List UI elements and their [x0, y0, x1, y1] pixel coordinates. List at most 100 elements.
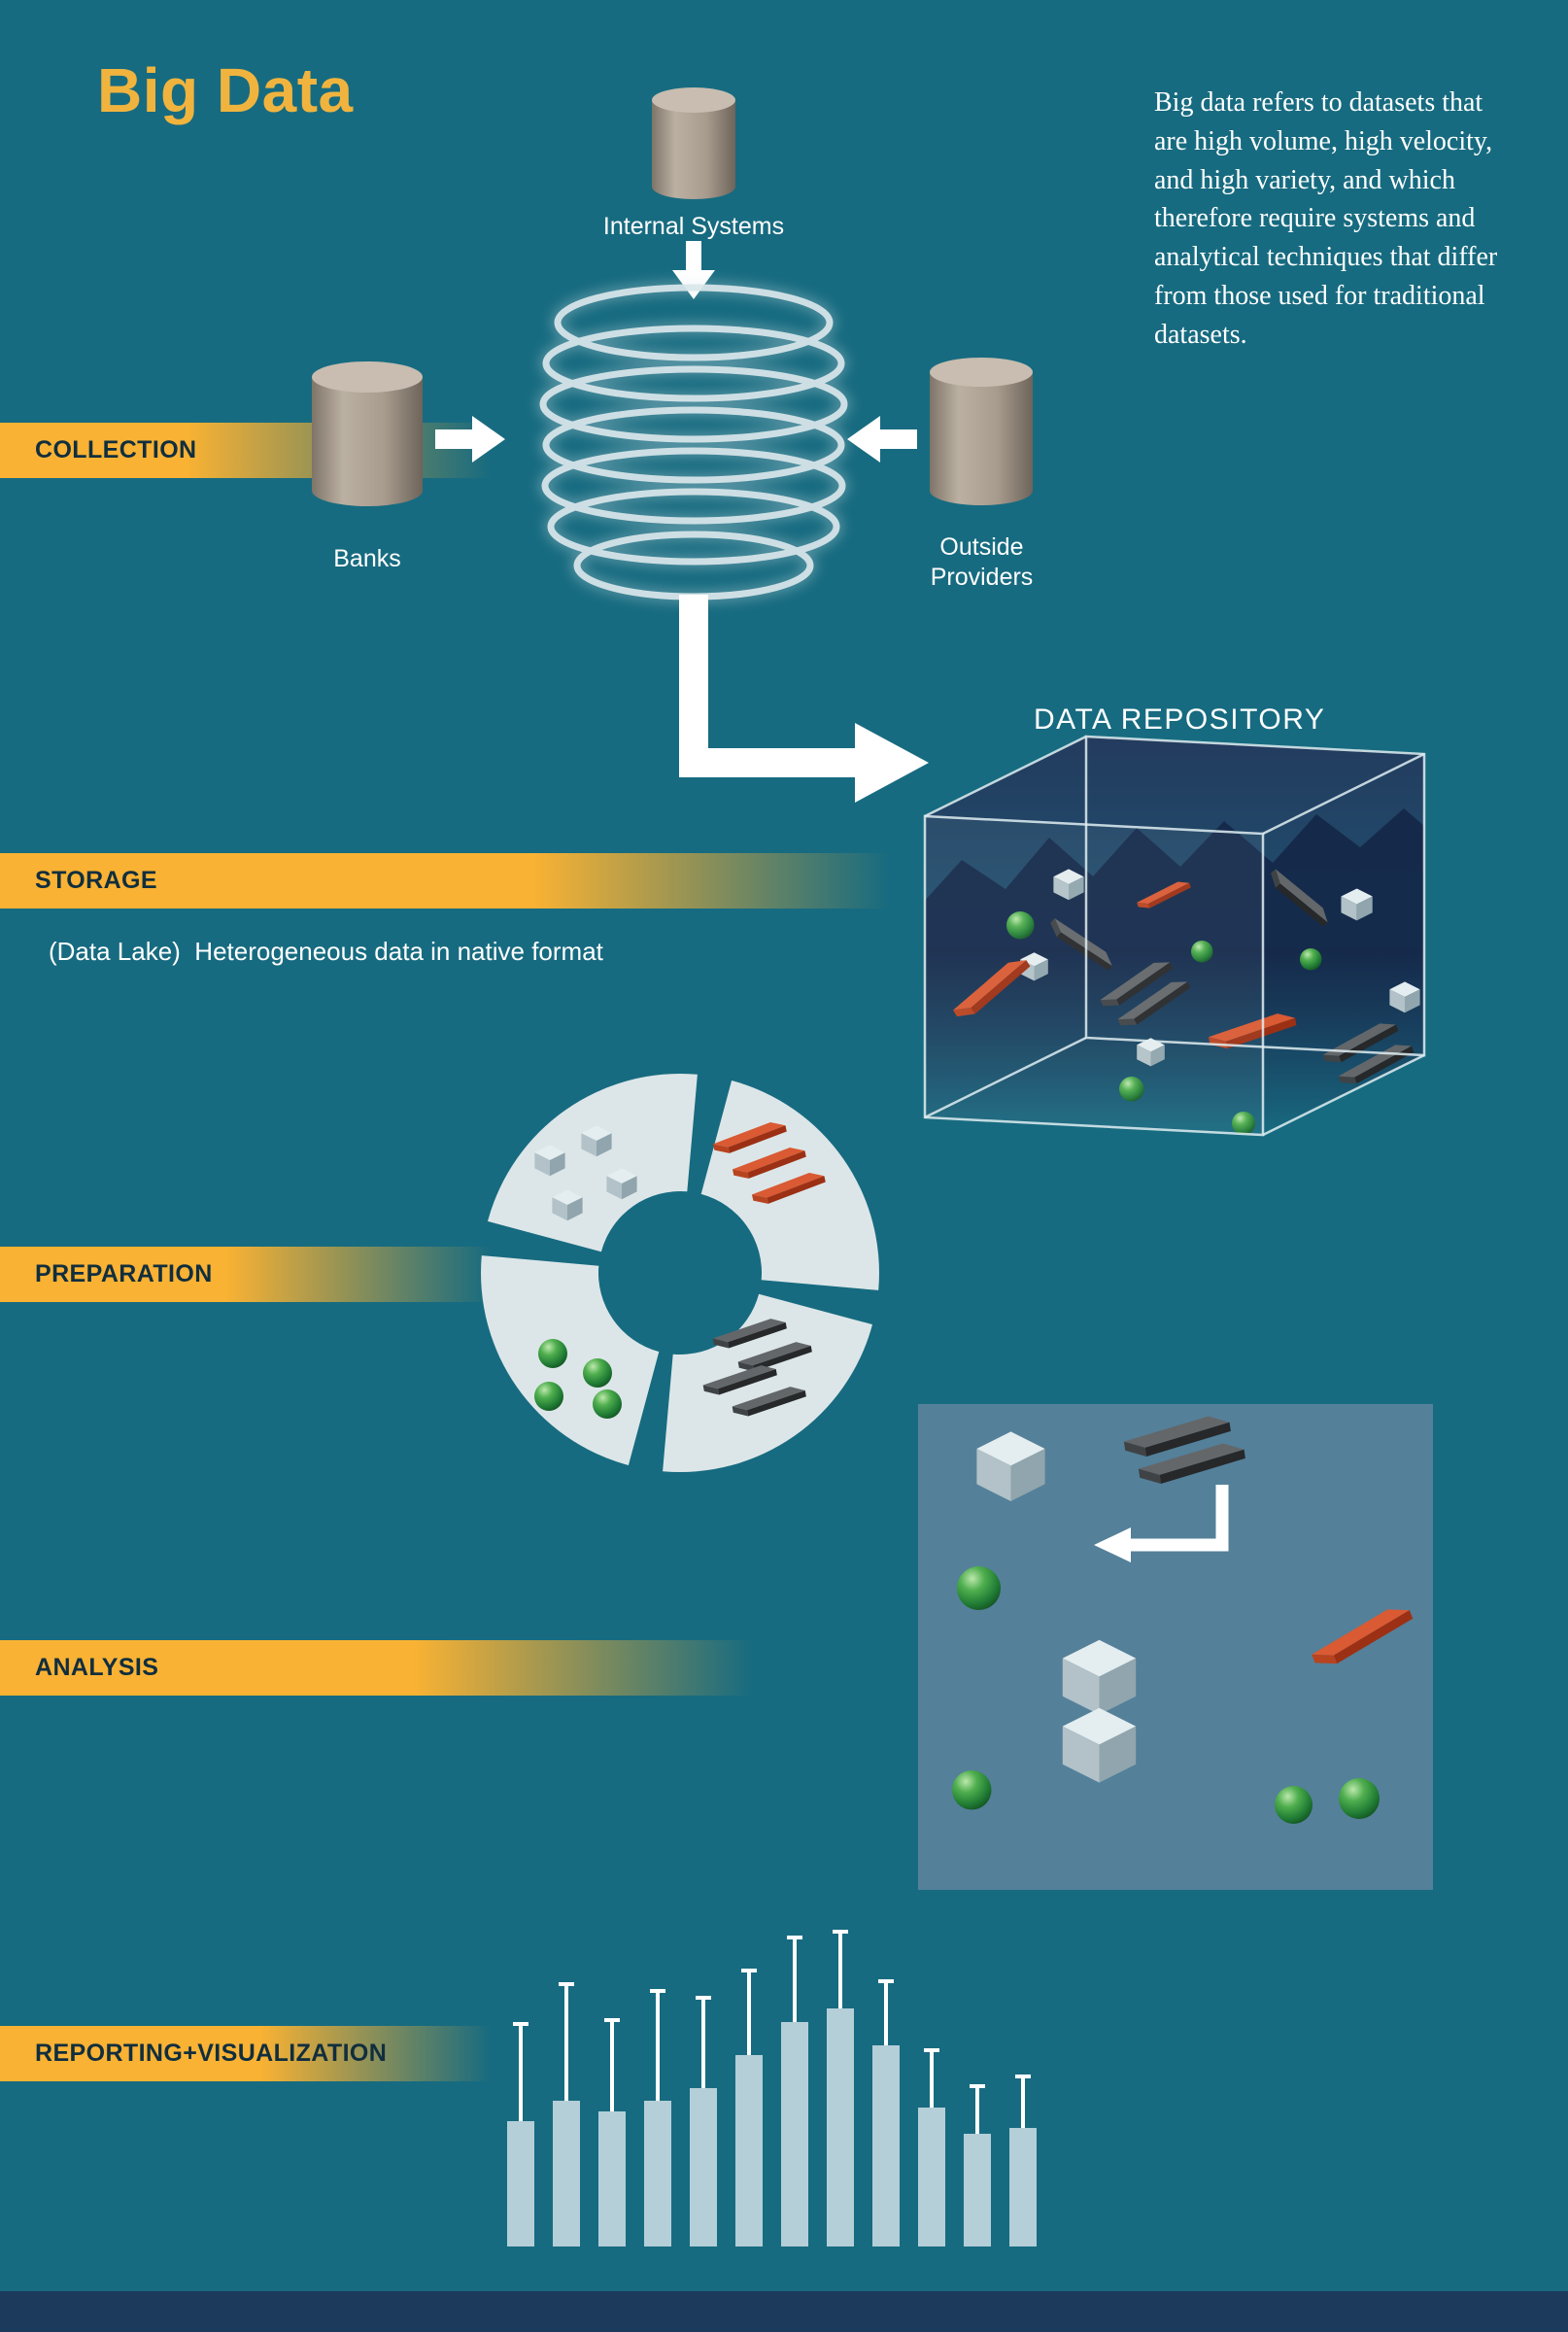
- dark-plank-icon: [1266, 863, 1333, 934]
- gray-cube-icon: [976, 1431, 1045, 1501]
- dark-plank-icon: [711, 1316, 789, 1352]
- green-sphere-icon: [583, 1358, 612, 1388]
- chart-bar-group: [735, 1969, 763, 2246]
- stage-label-storage: STORAGE: [35, 867, 157, 894]
- elbow-arrow-icon: [679, 595, 929, 803]
- reporting-chart: [507, 1929, 1037, 2246]
- chart-bar-group: [1009, 2075, 1037, 2246]
- stage-bar-preparation: PREPARATION: [0, 1247, 491, 1302]
- chart-bar: [735, 2054, 763, 2246]
- gray-cube-icon: [1341, 888, 1373, 921]
- dark-plank-icon: [701, 1362, 779, 1398]
- green-sphere-icon: [1191, 941, 1213, 963]
- red-plank-icon: [750, 1170, 828, 1207]
- chart-bar-group: [781, 1936, 808, 2246]
- chart-bar: [598, 2110, 626, 2246]
- gray-cube-icon: [581, 1125, 612, 1157]
- red-plank-icon: [1307, 1601, 1418, 1671]
- error-whisker: [747, 1969, 751, 2055]
- database-cylinder-outside-providers-icon: [930, 358, 1033, 505]
- gray-cube-icon: [552, 1189, 583, 1221]
- error-whisker: [610, 2018, 614, 2111]
- error-whisker: [975, 2084, 979, 2135]
- gray-cube-icon: [534, 1145, 565, 1177]
- chart-bar-group: [598, 2018, 626, 2246]
- green-sphere-icon: [534, 1382, 563, 1411]
- data-repository-label: DATA REPOSITORY: [1034, 703, 1326, 736]
- green-sphere-icon: [1300, 948, 1322, 971]
- green-sphere-icon: [1232, 1112, 1255, 1135]
- error-whisker: [884, 1978, 888, 2045]
- chart-bar: [918, 2108, 945, 2246]
- green-sphere-icon: [1339, 1778, 1380, 1819]
- green-sphere-icon: [593, 1389, 622, 1419]
- stage-label-preparation: PREPARATION: [35, 1260, 213, 1287]
- analysis-panel: [918, 1404, 1433, 1890]
- data-repository-cube-icon: [923, 735, 1426, 1137]
- analysis-merge-arrow-icon: [1127, 1485, 1229, 1552]
- stage-bar-storage: STORAGE: [0, 853, 889, 909]
- gray-cube-icon: [1062, 1707, 1137, 1783]
- chart-bar: [1009, 2127, 1037, 2246]
- chart-bar-group: [644, 1988, 671, 2246]
- chart-bar-group: [690, 1995, 717, 2246]
- chart-bar-group: [918, 2048, 945, 2246]
- dark-plank-icon: [736, 1339, 814, 1375]
- banks-label: Banks: [333, 545, 401, 572]
- gray-cube-icon: [1137, 1038, 1165, 1067]
- chart-bar-group: [827, 1929, 854, 2246]
- gray-cube-icon: [1389, 981, 1420, 1013]
- outside-providers-label: Outside Providers: [930, 533, 1034, 592]
- dark-plank-icon: [1335, 1040, 1417, 1089]
- chart-bar: [507, 2120, 534, 2246]
- data-lake-caption: (Data Lake) Heterogeneous data in native…: [49, 937, 603, 966]
- dark-plank-icon: [1137, 1440, 1247, 1487]
- error-whisker: [930, 2048, 934, 2109]
- chart-bar: [872, 2044, 900, 2246]
- dark-plank-icon: [1096, 956, 1177, 1012]
- error-whisker: [1021, 2075, 1025, 2128]
- dark-plank-icon: [1113, 976, 1195, 1032]
- green-sphere-icon: [538, 1339, 567, 1368]
- database-cylinder-internal-systems-icon: [652, 87, 735, 199]
- page-title: Big Data: [97, 55, 354, 125]
- dark-plank-icon: [1046, 911, 1117, 978]
- gray-cube-icon: [1053, 869, 1084, 901]
- stage-bar-reporting: REPORTING+VISUALIZATION: [0, 2026, 491, 2081]
- chart-bar-group: [507, 2021, 534, 2246]
- gray-cube-icon: [606, 1168, 637, 1200]
- error-whisker: [564, 1982, 568, 2102]
- chart-bar-group: [872, 1978, 900, 2246]
- stage-bar-collection: COLLECTION: [0, 423, 491, 478]
- mountains-silhouette: [925, 808, 1424, 952]
- chart-bar: [964, 2134, 991, 2246]
- dark-plank-icon: [1122, 1413, 1233, 1459]
- error-whisker: [701, 1995, 705, 2088]
- red-plank-icon: [1207, 1011, 1299, 1052]
- down-arrow-icon: [672, 241, 715, 299]
- chart-bar-group: [964, 2084, 991, 2246]
- funnel-coil-icon: [536, 281, 851, 603]
- error-whisker: [838, 1929, 842, 2009]
- red-plank-icon: [711, 1119, 789, 1156]
- error-whisker: [793, 1936, 797, 2022]
- stage-label-collection: COLLECTION: [35, 436, 197, 463]
- red-plank-icon: [947, 953, 1037, 1023]
- dark-plank-icon: [1319, 1018, 1402, 1068]
- stage-bar-analysis: ANALYSIS: [0, 1640, 753, 1696]
- intro-paragraph: Big data refers to datasets that are hig…: [1154, 87, 1498, 350]
- chart-bar: [690, 2087, 717, 2246]
- chart-bar: [781, 2021, 808, 2246]
- dark-plank-icon: [731, 1384, 808, 1420]
- internal-systems-label: Internal Systems: [602, 213, 785, 240]
- stage-label-analysis: ANALYSIS: [35, 1654, 159, 1681]
- gray-cube-icon: [1020, 952, 1048, 981]
- green-sphere-icon: [1006, 911, 1035, 940]
- error-whisker: [519, 2021, 523, 2121]
- chart-bar: [644, 2101, 671, 2246]
- green-sphere-icon: [952, 1770, 992, 1810]
- green-sphere-icon: [1275, 1786, 1312, 1824]
- stage-label-reporting: REPORTING+VISUALIZATION: [35, 2040, 388, 2067]
- left-arrow-icon: [847, 416, 917, 463]
